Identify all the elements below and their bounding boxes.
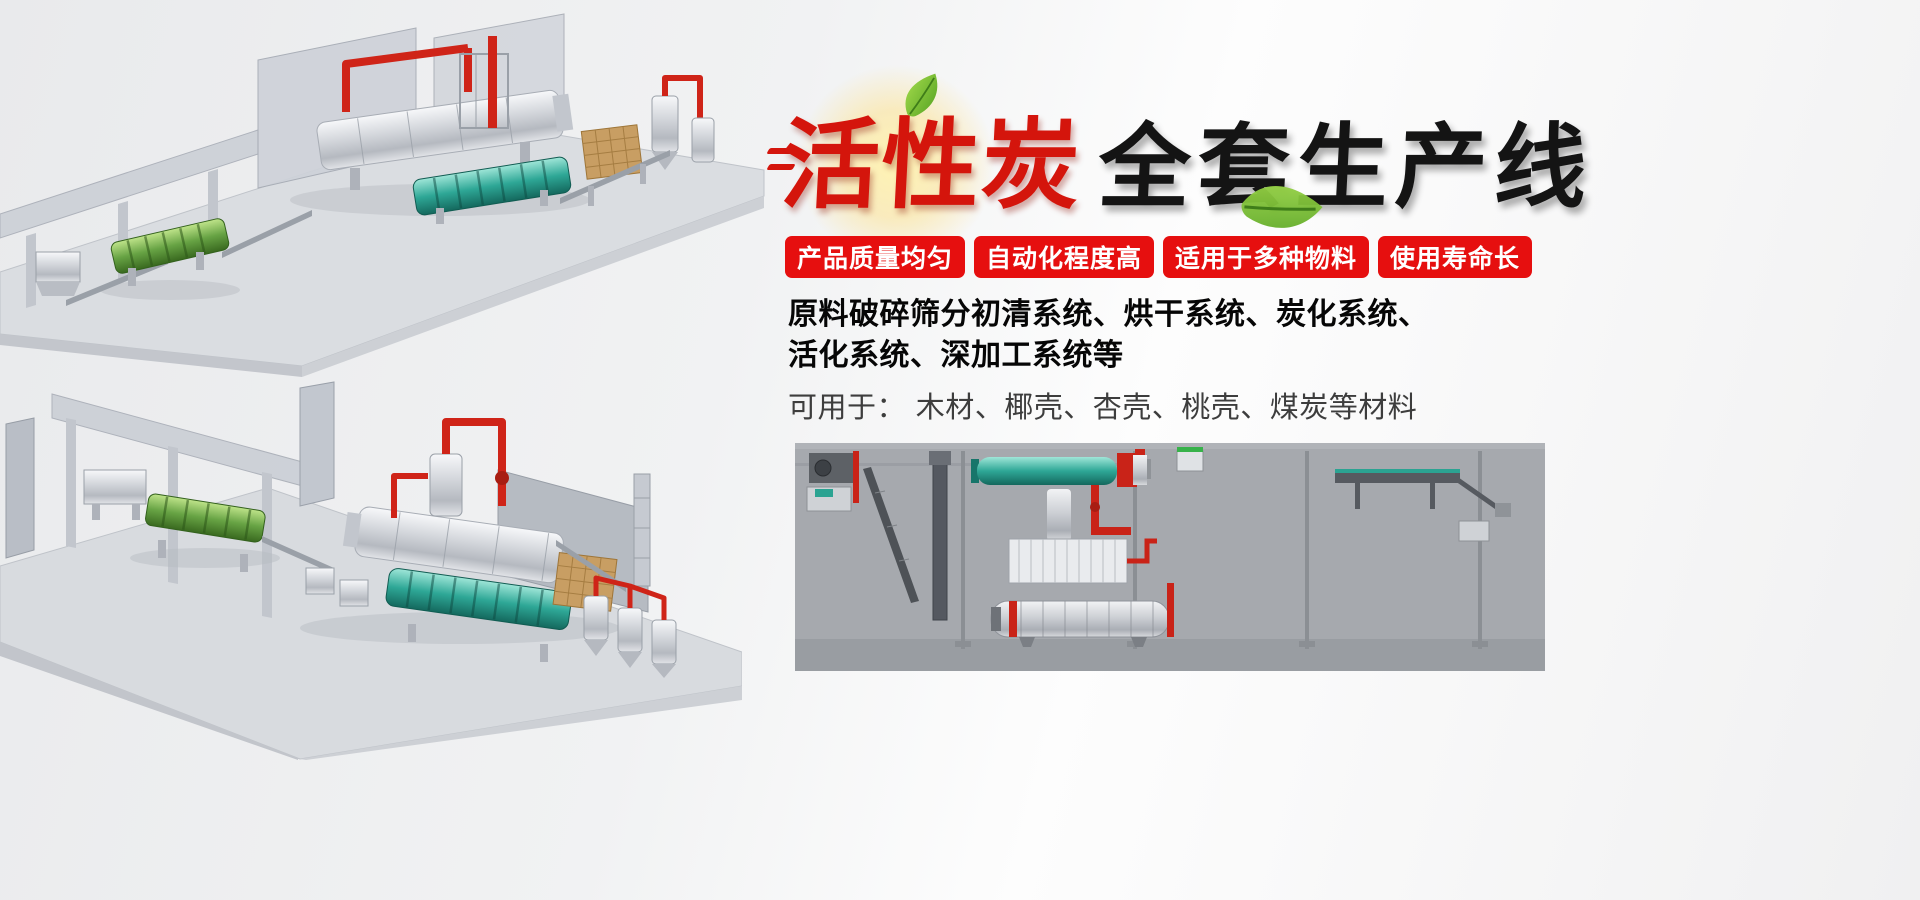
badge-lifespan: 使用寿命长 — [1378, 236, 1533, 278]
feature-badges: 产品质量均匀 自动化程度高 适用于多种物料 使用寿命长 — [785, 236, 1533, 278]
glow-decoration — [796, 64, 996, 264]
production-line-panorama — [795, 443, 1545, 671]
badge-automation: 自动化程度高 — [974, 236, 1155, 278]
production-line-render-top — [0, 0, 772, 378]
leaf-icon — [905, 73, 938, 117]
panorama-illustration — [795, 443, 1545, 671]
production-line-illustration-top — [0, 13, 765, 377]
main-title: 活性炭 全套生产线 — [766, 64, 1597, 264]
production-line-render-bottom — [0, 378, 742, 760]
materials-line: 可用于： 木材、椰壳、杏壳、桃壳、煤炭等材料 — [788, 390, 1418, 424]
systems-line-1: 原料破碎筛分初清系统、烘干系统、炭化系统、 — [788, 297, 1429, 332]
systems-line-2: 活化系统、深加工系统等 — [788, 338, 1124, 373]
description-block: 原料破碎筛分初清系统、烘干系统、炭化系统、 活化系统、深加工系统等 可用于： 木… — [788, 294, 1429, 426]
badge-quality: 产品质量均匀 — [785, 236, 966, 278]
title-rest: 全套生产线 — [1095, 114, 1597, 221]
production-line-illustration-bottom — [0, 381, 742, 760]
badge-materials: 适用于多种物料 — [1163, 236, 1370, 278]
leaf-icon — [1241, 186, 1323, 228]
